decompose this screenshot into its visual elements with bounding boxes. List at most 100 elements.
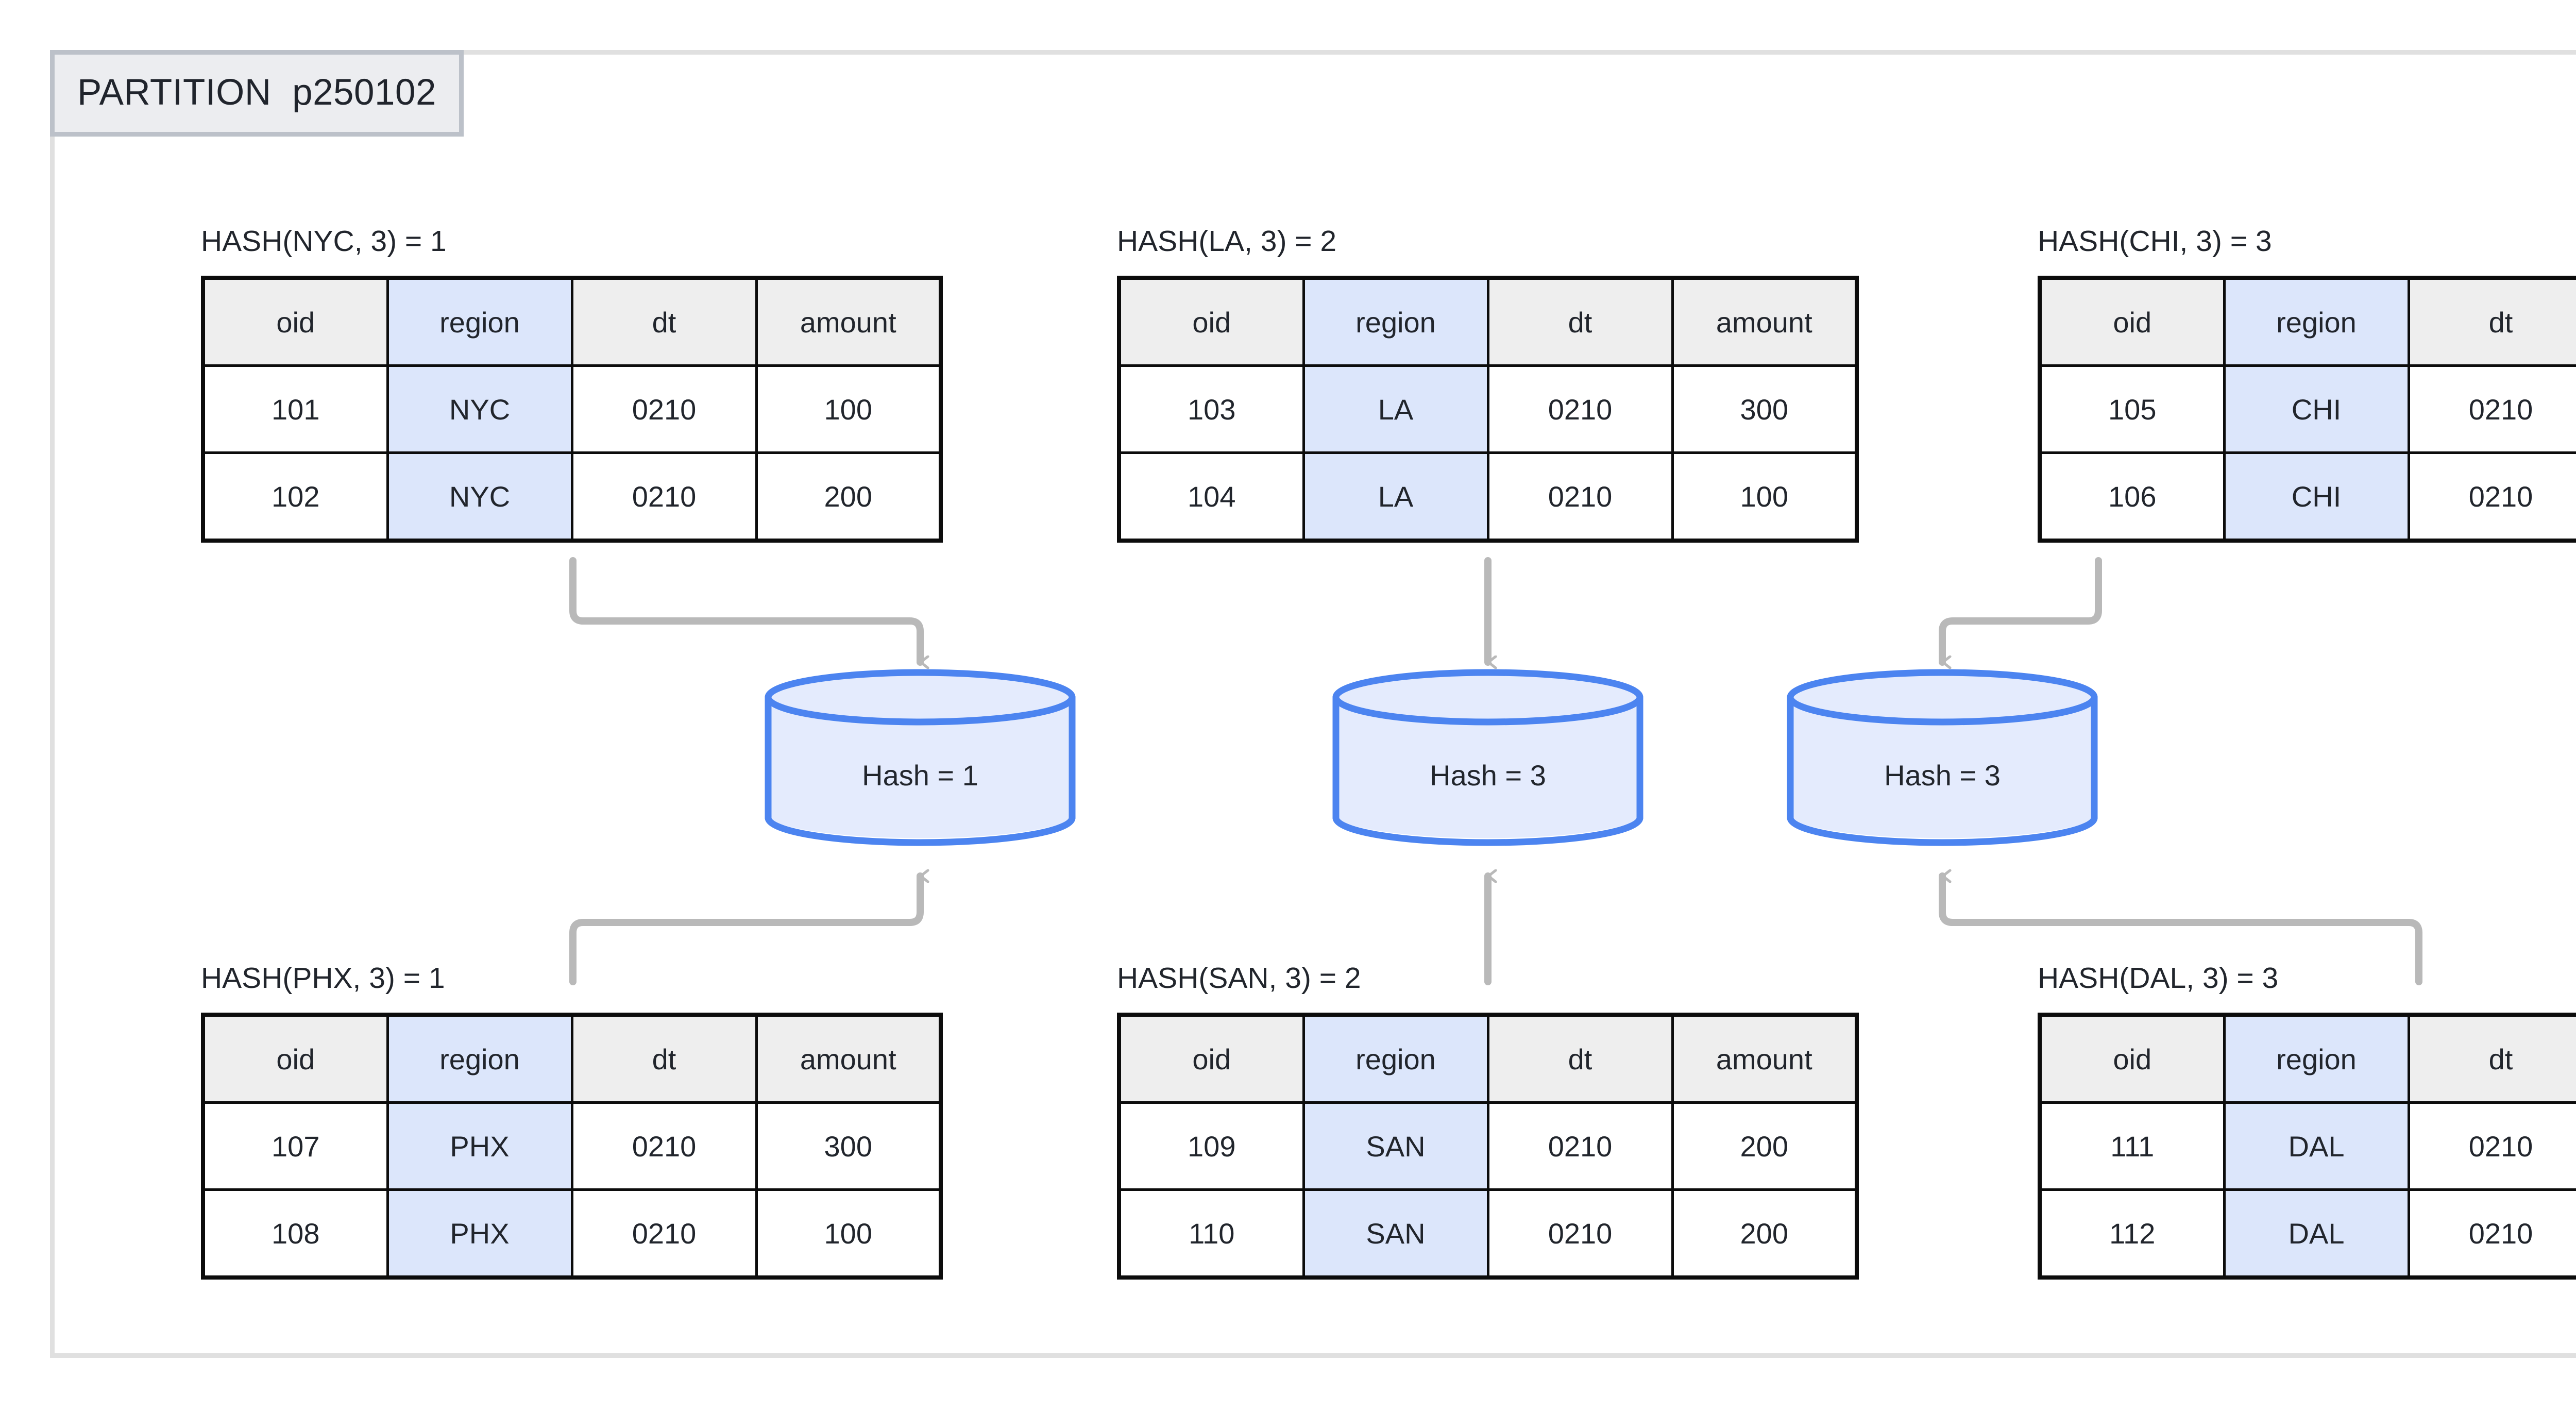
column-header-dt: dt bbox=[1486, 1013, 1674, 1104]
record-table-chi: HASH(CHI, 3) = 3 oid region dt amount 10… bbox=[2038, 227, 2576, 543]
hash-bucket-1: Hash = 1 bbox=[763, 667, 1077, 848]
cell-dt: 0210 bbox=[1486, 451, 1674, 542]
cell-region: LA bbox=[1302, 451, 1489, 542]
cell-oid: 102 bbox=[201, 451, 389, 542]
cylinder-icon bbox=[765, 669, 1076, 846]
cell-region: NYC bbox=[386, 364, 573, 454]
column-header-amount: amount bbox=[1671, 1013, 1858, 1104]
cell-dt: 0210 bbox=[570, 451, 758, 542]
table-caption: HASH(DAL, 3) = 3 bbox=[2038, 962, 2279, 995]
column-header-dt: dt bbox=[570, 276, 758, 367]
table-row: 109 SAN 0210 200 bbox=[1117, 1101, 1858, 1191]
hash-bucket-2: Hash = 3 bbox=[1331, 667, 1645, 848]
column-header-region: region bbox=[386, 1013, 573, 1104]
column-header-oid: oid bbox=[201, 1013, 389, 1104]
table-header-row: oid region dt amount bbox=[201, 276, 942, 367]
cell-amount: 100 bbox=[1671, 451, 1858, 542]
cell-region: DAL bbox=[2223, 1188, 2410, 1279]
column-header-amount: amount bbox=[1671, 276, 1858, 367]
cell-oid: 108 bbox=[201, 1188, 389, 1279]
cell-region: SAN bbox=[1302, 1101, 1489, 1191]
cell-oid: 101 bbox=[201, 364, 389, 454]
table-row: 112 DAL 0210 200 bbox=[2038, 1188, 2576, 1279]
record-table-nyc: HASH(NYC, 3) = 1 oid region dt amount 10… bbox=[201, 227, 943, 543]
record-table-phx: HASH(PHX, 3) = 1 oid region dt amount 10… bbox=[201, 964, 943, 1280]
table-caption: HASH(NYC, 3) = 1 bbox=[201, 225, 447, 258]
table-row: 108 PHX 0210 100 bbox=[201, 1188, 942, 1279]
cell-amount: 100 bbox=[755, 1188, 942, 1279]
cell-region: CHI bbox=[2223, 364, 2410, 454]
record-table-san: HASH(SAN, 3) = 2 oid region dt amount 10… bbox=[1117, 964, 1859, 1280]
cell-region: NYC bbox=[386, 451, 573, 542]
cell-dt: 0210 bbox=[570, 1101, 758, 1191]
cell-region: PHX bbox=[386, 1101, 573, 1191]
table-header-row: oid region dt amount bbox=[201, 1013, 942, 1104]
column-header-region: region bbox=[2223, 1013, 2410, 1104]
cell-amount: 200 bbox=[1671, 1188, 1858, 1279]
table-header-row: oid region dt amount bbox=[1117, 1013, 1858, 1104]
record-table-dal: HASH(DAL, 3) = 3 oid region dt amount 11… bbox=[2038, 964, 2576, 1280]
cell-oid: 111 bbox=[2038, 1101, 2226, 1191]
table-row: 104 LA 0210 100 bbox=[1117, 451, 1858, 542]
table-header-row: oid region dt amount bbox=[2038, 276, 2576, 367]
partition-title-label: PARTITION p250102 bbox=[50, 50, 464, 137]
cell-dt: 0210 bbox=[2407, 364, 2576, 454]
table: oid region dt amount 107 PHX 0210 300 10… bbox=[201, 1013, 943, 1280]
table-caption: HASH(LA, 3) = 2 bbox=[1117, 225, 1337, 258]
cell-oid: 103 bbox=[1117, 364, 1305, 454]
table-header-row: oid region dt amount bbox=[2038, 1013, 2576, 1104]
table-row: 103 LA 0210 300 bbox=[1117, 364, 1858, 454]
column-header-region: region bbox=[386, 276, 573, 367]
table-caption: HASH(SAN, 3) = 2 bbox=[1117, 962, 1361, 995]
cell-oid: 105 bbox=[2038, 364, 2226, 454]
table-caption: HASH(PHX, 3) = 1 bbox=[201, 962, 445, 995]
column-header-region: region bbox=[2223, 276, 2410, 367]
cell-dt: 0210 bbox=[1486, 1188, 1674, 1279]
cell-region: PHX bbox=[386, 1188, 573, 1279]
cell-region: LA bbox=[1302, 364, 1489, 454]
column-header-amount: amount bbox=[755, 1013, 942, 1104]
table-caption: HASH(CHI, 3) = 3 bbox=[2038, 225, 2272, 258]
record-table-la: HASH(LA, 3) = 2 oid region dt amount 103… bbox=[1117, 227, 1859, 543]
cell-amount: 100 bbox=[755, 364, 942, 454]
column-header-oid: oid bbox=[2038, 276, 2226, 367]
column-header-oid: oid bbox=[2038, 1013, 2226, 1104]
cell-dt: 0210 bbox=[570, 1188, 758, 1279]
column-header-region: region bbox=[1302, 1013, 1489, 1104]
column-header-dt: dt bbox=[1486, 276, 1674, 367]
cylinder-icon bbox=[1332, 669, 1643, 846]
cell-amount: 200 bbox=[1671, 1101, 1858, 1191]
cell-oid: 104 bbox=[1117, 451, 1305, 542]
hash-bucket-label: Hash = 3 bbox=[1430, 759, 1546, 792]
cell-dt: 0210 bbox=[2407, 1101, 2576, 1191]
cell-oid: 109 bbox=[1117, 1101, 1305, 1191]
cell-dt: 0210 bbox=[1486, 1101, 1674, 1191]
table-row: 106 CHI 0210 100 bbox=[2038, 451, 2576, 542]
cell-amount: 200 bbox=[755, 451, 942, 542]
table: oid region dt amount 111 DAL 0210 100 11… bbox=[2038, 1013, 2576, 1280]
hash-bucket-label: Hash = 1 bbox=[862, 759, 978, 792]
column-header-amount: amount bbox=[755, 276, 942, 367]
cylinder-icon bbox=[1787, 669, 2098, 846]
cell-amount: 300 bbox=[755, 1101, 942, 1191]
table: oid region dt amount 105 CHI 0210 200 10… bbox=[2038, 276, 2576, 543]
column-header-oid: oid bbox=[1117, 276, 1305, 367]
cell-region: DAL bbox=[2223, 1101, 2410, 1191]
cell-oid: 107 bbox=[201, 1101, 389, 1191]
table: oid region dt amount 101 NYC 0210 100 10… bbox=[201, 276, 943, 543]
cell-region: CHI bbox=[2223, 451, 2410, 542]
cell-dt: 0210 bbox=[2407, 1188, 2576, 1279]
hash-bucket-label: Hash = 3 bbox=[1884, 759, 2001, 792]
column-header-dt: dt bbox=[2407, 276, 2576, 367]
table-row: 110 SAN 0210 200 bbox=[1117, 1188, 1858, 1279]
table-row: 111 DAL 0210 100 bbox=[2038, 1101, 2576, 1191]
table-row: 102 NYC 0210 200 bbox=[201, 451, 942, 542]
table-row: 105 CHI 0210 200 bbox=[2038, 364, 2576, 454]
table: oid region dt amount 103 LA 0210 300 104… bbox=[1117, 276, 1859, 543]
cell-dt: 0210 bbox=[2407, 451, 2576, 542]
table-row: 107 PHX 0210 300 bbox=[201, 1101, 942, 1191]
hash-bucket-3: Hash = 3 bbox=[1785, 667, 2099, 848]
cell-oid: 110 bbox=[1117, 1188, 1305, 1279]
cell-amount: 300 bbox=[1671, 364, 1858, 454]
cell-dt: 0210 bbox=[1486, 364, 1674, 454]
